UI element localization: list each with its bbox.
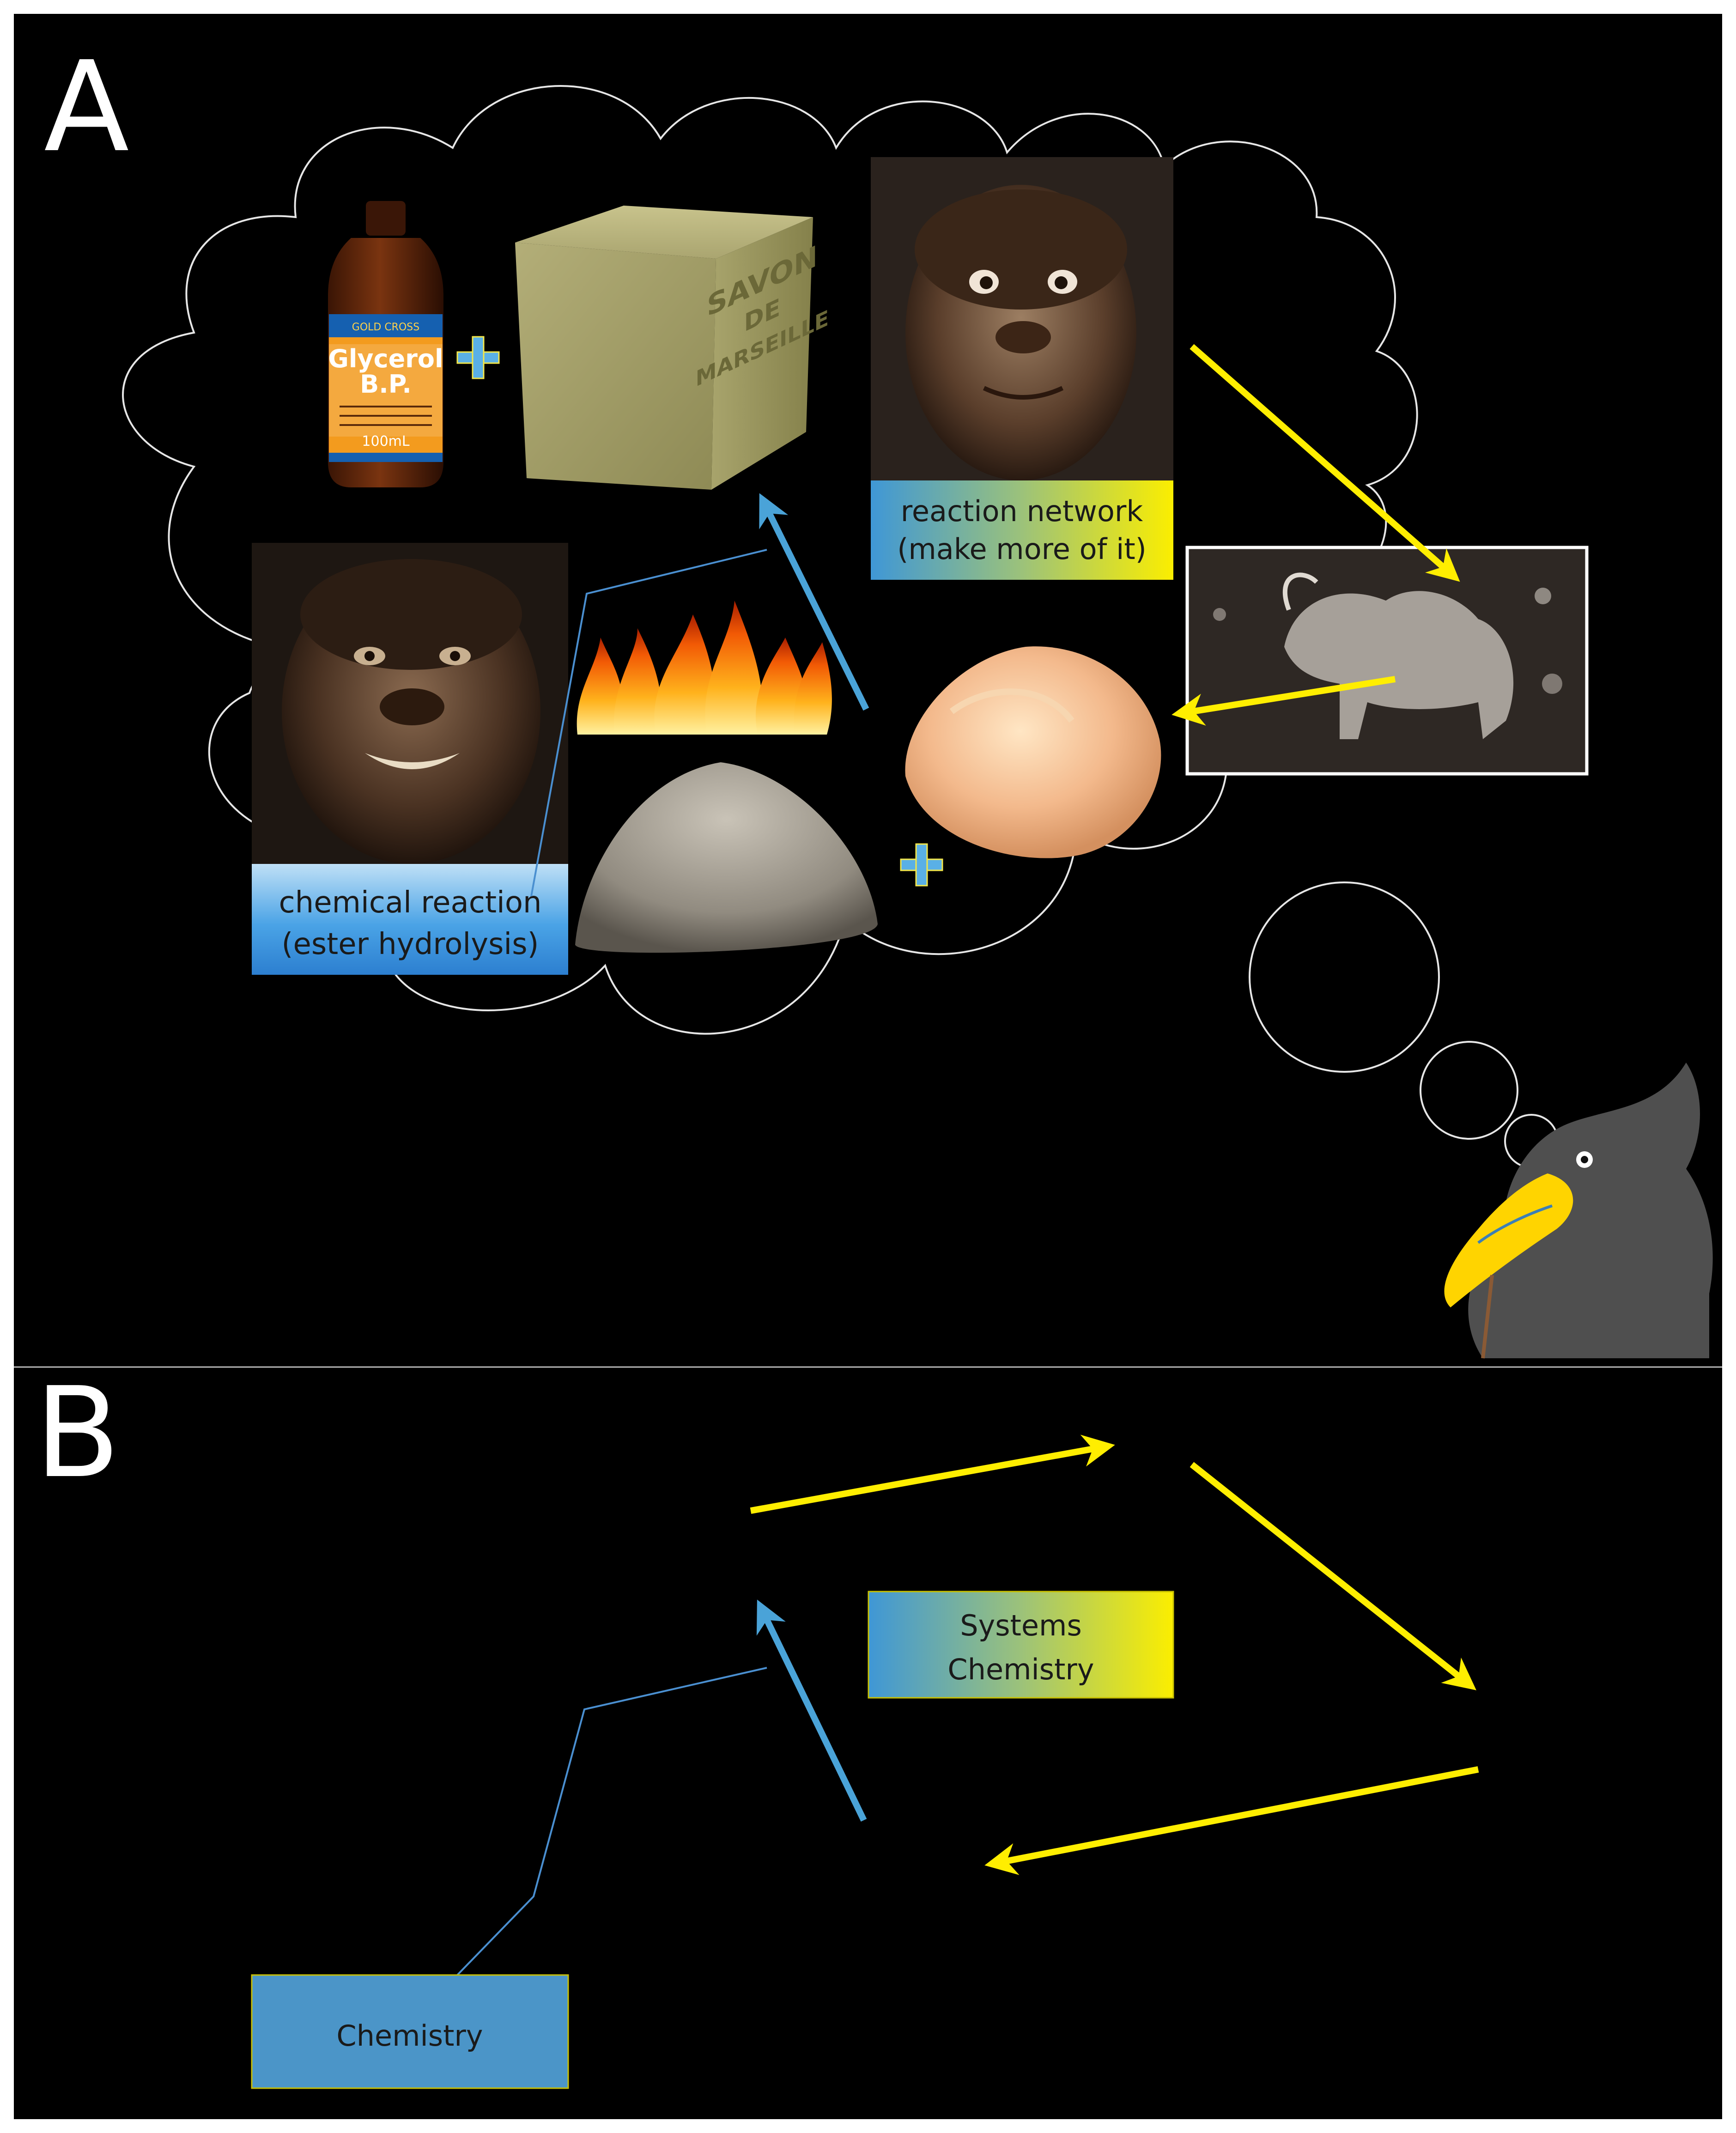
cave-painting-icon bbox=[1185, 546, 1589, 776]
systems-chemistry-line1: Systems bbox=[960, 1609, 1082, 1642]
chemical-reaction-line1: chemical reaction bbox=[279, 886, 541, 920]
crow-icon bbox=[1444, 1063, 1713, 1359]
panel-letter-b: B bbox=[35, 1360, 120, 1506]
glycerol-bottle-icon: GOLD CROSS Glycerol B.P. 100mL bbox=[328, 201, 443, 487]
arrow-yellow-b1 bbox=[750, 1434, 1115, 1514]
arrow-yellow-a1 bbox=[1190, 344, 1460, 582]
chemistry-text: Chemistry bbox=[336, 2019, 483, 2053]
arrow-blue-b bbox=[756, 1599, 867, 1822]
arrow-yellow-b2 bbox=[1190, 1462, 1476, 1690]
fat-lump-icon bbox=[905, 646, 1161, 858]
chemical-reaction-label: chemical reaction (ester hydrolysis) bbox=[252, 864, 568, 975]
systems-chemistry-label: Systems Chemistry bbox=[868, 1591, 1174, 1699]
bottle-name-line1: Glycerol bbox=[328, 344, 443, 373]
arrow-blue-a bbox=[759, 493, 869, 711]
connector-line-b bbox=[456, 1667, 767, 1976]
systems-chemistry-line2: Chemistry bbox=[947, 1653, 1094, 1686]
arrow-yellow-b3 bbox=[984, 1766, 1479, 1875]
plus-icon bbox=[900, 843, 943, 887]
bottle-volume: 100mL bbox=[362, 433, 409, 450]
reaction-network-line2: (make more of it) bbox=[897, 532, 1147, 566]
bottle-brand: GOLD CROSS bbox=[352, 322, 419, 333]
arrow-yellow-a2 bbox=[1171, 676, 1396, 726]
plus-icon bbox=[456, 336, 500, 379]
hominid-portrait-icon bbox=[252, 543, 568, 864]
reaction-network-line1: reaction network bbox=[901, 494, 1143, 528]
connector-line-a bbox=[530, 549, 767, 897]
chemical-reaction-line2: (ester hydrolysis) bbox=[281, 927, 539, 961]
fire-icon bbox=[577, 601, 832, 735]
hominid-portrait-icon bbox=[871, 157, 1173, 480]
panel-letter-a: A bbox=[44, 34, 130, 180]
ash-pile-icon bbox=[575, 762, 878, 953]
chemistry-label: Chemistry bbox=[251, 1974, 569, 2089]
reaction-network-label: reaction network (make more of it) bbox=[871, 480, 1173, 580]
bottle-name-line2: B.P. bbox=[360, 370, 412, 399]
soap-cube-icon: SAVON DE MARSEILLE bbox=[515, 206, 829, 490]
